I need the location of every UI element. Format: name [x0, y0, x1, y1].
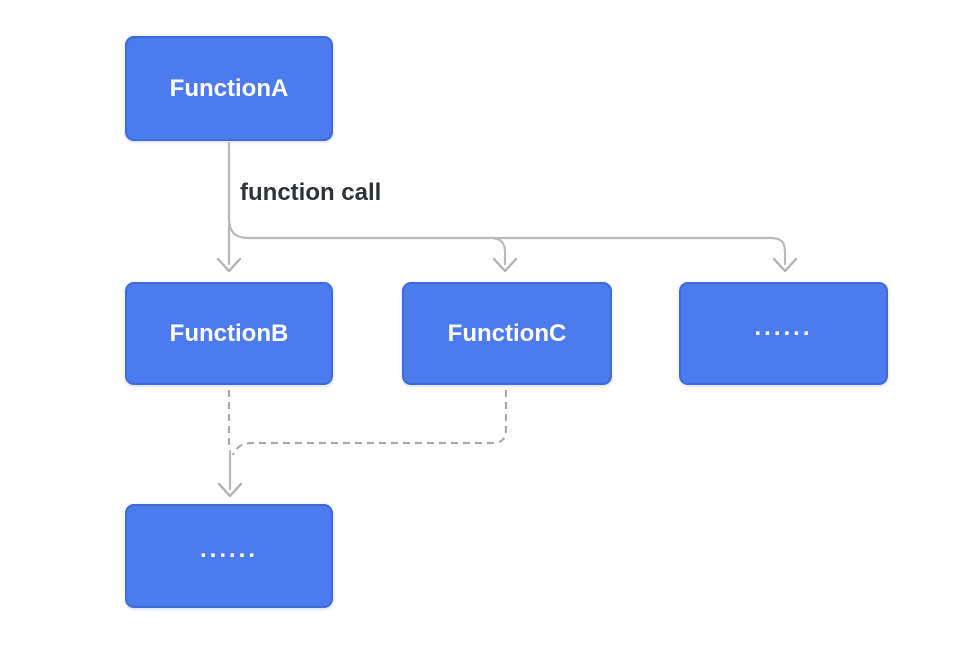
node-label: ...... — [199, 536, 258, 563]
node-function-b: FunctionB — [125, 282, 333, 385]
connector-a-branch-rail — [227, 216, 787, 266]
connector-a-to-c-drop — [491, 236, 507, 266]
node-label: FunctionA — [169, 74, 289, 102]
node-label: FunctionC — [447, 319, 567, 347]
node-function-c: FunctionC — [402, 282, 612, 385]
arrowhead-down-icon — [492, 257, 518, 273]
node-function-a: FunctionA — [125, 36, 333, 141]
node-label: FunctionB — [169, 319, 289, 347]
arrowhead-down-icon — [216, 257, 242, 273]
arrowhead-down-icon — [772, 257, 798, 273]
node-ellipsis-right: ...... — [679, 282, 888, 385]
node-label: ...... — [754, 313, 813, 341]
arrowhead-down-icon — [217, 482, 243, 498]
edge-label-function-call: function call — [240, 179, 382, 206]
node-ellipsis-bottom: ...... — [125, 504, 333, 608]
connector-c-dashed — [231, 390, 508, 456]
